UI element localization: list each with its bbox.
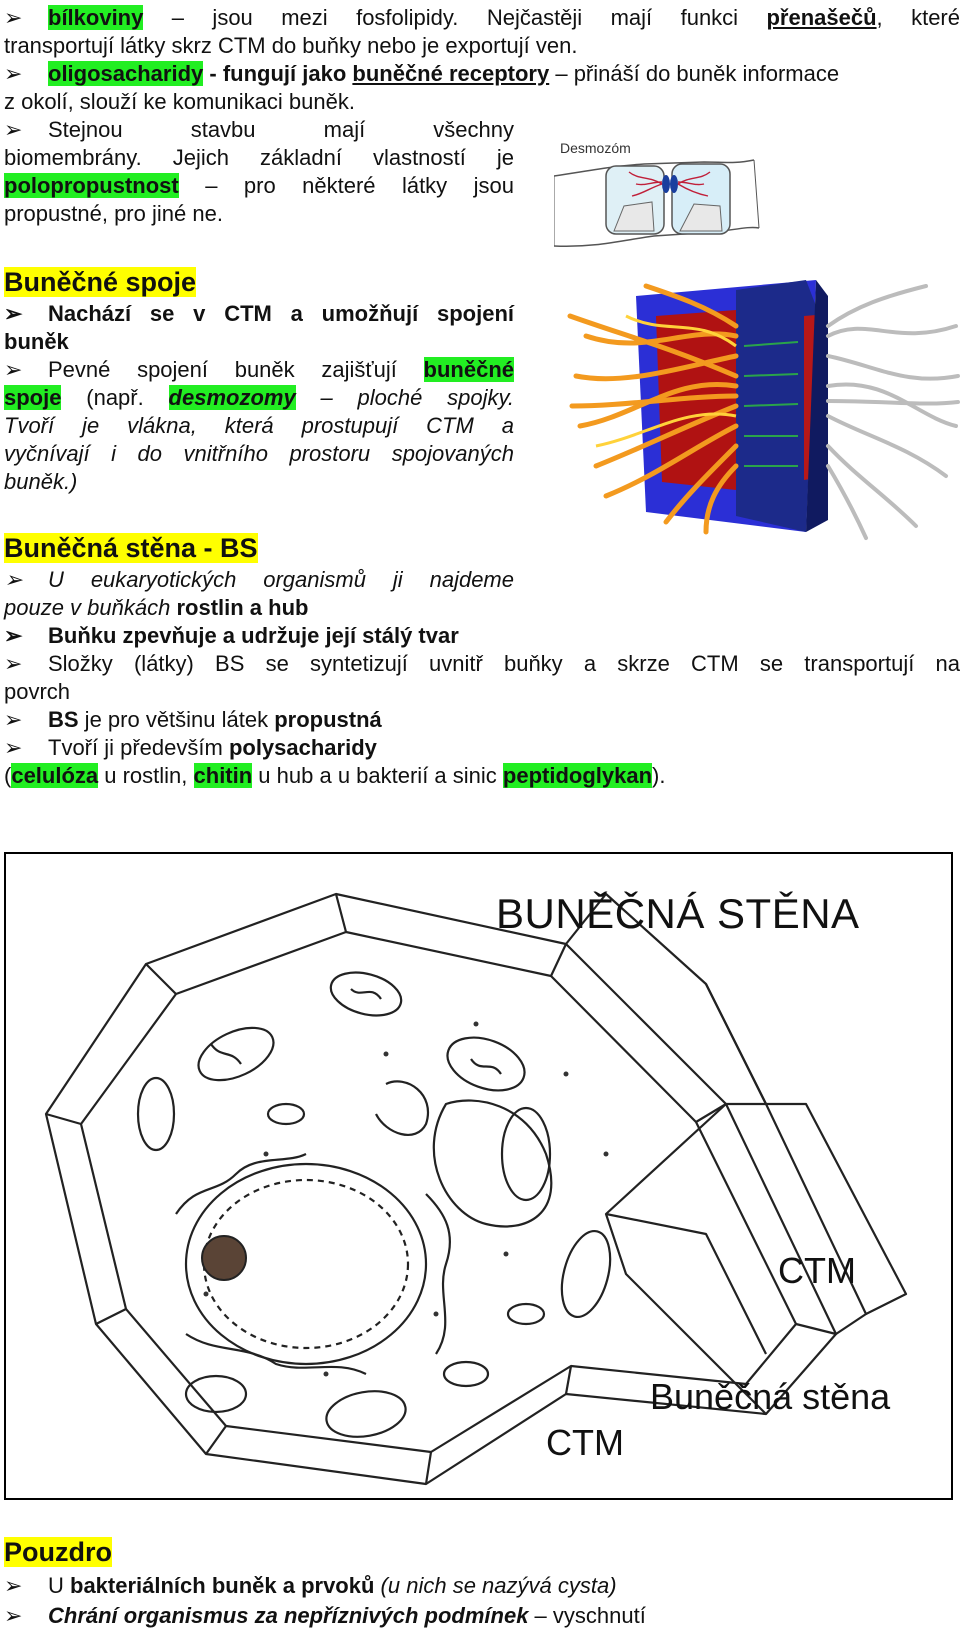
text-line: ➢ bílkoviny – jsou mezi fosfolipidy. Nejč… — [4, 4, 960, 32]
text-span: u hub a u bakterií a sinic — [252, 763, 503, 788]
plant-cell-drawing — [44, 892, 908, 1486]
bullet-arrow-icon: ➢ — [4, 1603, 23, 1628]
label-ctm-right: CTM — [778, 1250, 856, 1291]
highlight-term: peptidoglykan — [502, 763, 653, 788]
text-line: ➢ oligosacharidy - fungují jako buněčné r… — [4, 60, 839, 88]
text-line: ➢ U eukaryotických organismů ji najdeme — [4, 566, 514, 594]
text-span: – ploché spojky. — [295, 385, 514, 410]
text-line: ➢ Pevné spojení buněk zajišťují buněčné — [4, 356, 514, 384]
bullet-arrow-icon: ➢ — [4, 567, 23, 592]
text-line: buněk.) — [4, 469, 78, 494]
bullet-arrow-icon: ➢ — [4, 301, 23, 326]
text-line: biomembrány. Jejich základní vlastností … — [4, 145, 514, 170]
text-span: , které — [876, 5, 960, 30]
text-span: U — [48, 1573, 70, 1598]
bullet-arrow-icon: ➢ — [4, 651, 23, 676]
figure-title: BUNĚČNÁ STĚNA — [496, 890, 860, 937]
section-heading-stena: Buněčná stěna - BS — [4, 532, 258, 564]
text-span: Pevné spojení buněk zajišťují — [48, 357, 424, 382]
text-line: ➢ BS je pro většinu látek propustná — [4, 706, 382, 734]
cell-wall-figure: BUNĚČNÁ STĚNA CTM Buněčná stěna CTM — [4, 852, 953, 1500]
text-span: u rostlin, — [98, 763, 194, 788]
text-span: – vyschnutí — [528, 1603, 646, 1628]
text-line: z okolí, slouží ke komunikaci buněk. — [4, 89, 355, 114]
text-span: (u nich se nazývá cysta) — [374, 1573, 617, 1598]
highlight-term: spoje — [4, 385, 62, 410]
emphasis-term: bakteriálních buněk a prvoků — [70, 1573, 375, 1598]
highlight-term: oligosacharidy — [48, 61, 204, 86]
text-span: je pro většinu látek — [78, 707, 275, 732]
emphasis-term: přenašečů — [766, 5, 877, 30]
desmosome-3d-illustration — [567, 280, 960, 540]
text-line: ➢ Stejnou stavbu mají všechny — [4, 116, 514, 144]
text-line: ➢ U bakteriálních buněk a prvoků (u nich … — [4, 1572, 617, 1600]
text-line: ➢ Chrání organismus za nepříznivých podmí… — [4, 1602, 646, 1630]
emphasis-term: buněčné receptory — [352, 61, 550, 86]
highlight-term: bílkoviny — [48, 5, 144, 30]
text-line: ➢ Složky (látky) BS se syntetizují uvnitř… — [4, 650, 960, 678]
label-cell-wall: Buněčná stěna — [650, 1376, 891, 1417]
text-line: propustné, pro jiné ne. — [4, 201, 223, 226]
bullet-arrow-icon: ➢ — [4, 623, 23, 648]
emphasis-term: BS — [48, 707, 79, 732]
heading-text: Pouzdro — [4, 1537, 112, 1567]
emphasis-term: rostlin a hub — [176, 595, 309, 620]
text-span: ). — [652, 763, 666, 788]
text-span: – jsou mezi fosfolipidy. Nejčastěji mají… — [143, 5, 767, 30]
text-line: pouze v buňkách rostlin a hub — [4, 594, 308, 622]
text-span: Stejnou stavbu mají všechny — [48, 117, 514, 142]
text-span: – přináší do buněk informace — [549, 61, 840, 86]
emphasis-term: Chrání organismus za nepříznivých podmín… — [48, 1603, 529, 1628]
bullet-arrow-icon: ➢ — [4, 357, 23, 382]
section-heading-spoje: Buněčné spoje — [4, 266, 197, 298]
section-heading-pouzdro: Pouzdro — [4, 1536, 112, 1568]
text-span: U eukaryotických organismů ji najdeme — [48, 567, 514, 592]
bullet-arrow-icon: ➢ — [4, 117, 23, 142]
highlight-term: chitin — [193, 763, 253, 788]
text-span: (např. — [61, 385, 169, 410]
text-line: (celulóza u rostlin, chitin u hub a u ba… — [4, 762, 665, 790]
emphasis-term: polysacharidy — [228, 735, 377, 760]
text-span: – pro některé látky jsou — [178, 173, 514, 198]
heading-text: Buněčné spoje — [4, 267, 197, 297]
nucleolus — [201, 1235, 247, 1281]
highlight-term: polopropustnost — [4, 173, 179, 198]
text-line: polopropustnost – pro některé látky jsou — [4, 172, 514, 200]
highlight-term: desmozomy — [168, 385, 296, 410]
text-line: transportují látky skrz CTM do buňky neb… — [4, 33, 578, 58]
text-line: vyčnívají i do vnitřního prostoru spojov… — [4, 441, 514, 466]
bullet-arrow-icon: ➢ — [4, 707, 23, 732]
heading-text: Buněčná stěna - BS — [4, 533, 258, 563]
text-line: Tvoří je vlákna, která prostupují CTM a — [4, 413, 514, 438]
text-line: buněk — [4, 329, 69, 354]
text-span: Složky (látky) BS se syntetizují uvnitř … — [48, 651, 960, 676]
bullet-arrow-icon: ➢ — [4, 5, 23, 30]
label-ctm-bottom: CTM — [546, 1422, 624, 1463]
bullet-arrow-icon: ➢ — [4, 61, 23, 86]
text-span: - fungují jako — [203, 61, 353, 86]
text-span: ( — [4, 763, 12, 788]
text-line: ➢ Nachází se v CTM a umožňují spojení — [4, 300, 514, 328]
text-span: Nachází se v CTM a umožňují spojení — [48, 301, 514, 326]
emphasis-term: propustná — [274, 707, 382, 732]
text-line: ➢ Buňku zpevňuje a udržuje její stálý tva… — [4, 622, 459, 650]
desmosome-diagram: Desmozóm — [554, 140, 760, 248]
text-line: spoje (např. desmozomy – ploché spojky. — [4, 384, 514, 412]
desmosome-label: Desmozóm — [560, 140, 631, 156]
text-span: Tvoří ji především — [48, 735, 229, 760]
bullet-arrow-icon: ➢ — [4, 735, 23, 760]
text-span: Buňku zpevňuje a udržuje její stálý tvar — [48, 623, 459, 648]
highlight-term: celulóza — [11, 763, 99, 788]
text-span: pouze v buňkách — [4, 595, 177, 620]
bullet-arrow-icon: ➢ — [4, 1573, 23, 1598]
highlight-term: buněčné — [423, 357, 514, 382]
text-line: ➢ Tvoří ji především polysacharidy — [4, 734, 377, 762]
text-line: povrch — [4, 679, 71, 704]
